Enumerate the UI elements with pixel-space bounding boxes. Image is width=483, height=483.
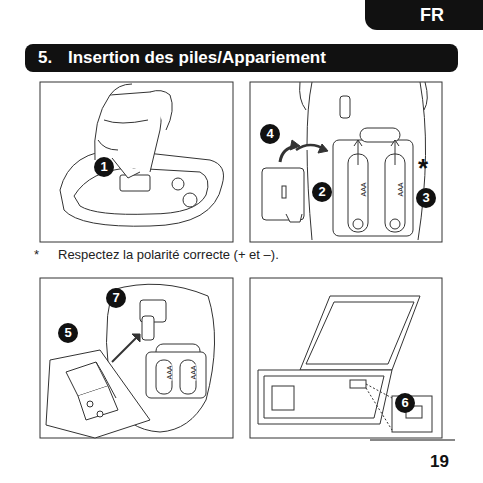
illustration-rect	[25, 44, 458, 72]
illustration-path	[104, 120, 148, 123]
illustration-circle	[87, 401, 93, 407]
callout-number: 5	[58, 323, 78, 343]
battery-label: AAA	[189, 364, 196, 380]
illustration-rect	[250, 82, 442, 242]
illustration-path	[318, 144, 328, 153]
illustration-circle	[353, 219, 363, 229]
illustration-path	[74, 168, 208, 214]
illustration-path	[366, 384, 392, 430]
illustration-circle	[183, 193, 197, 207]
illustration-rect	[180, 360, 196, 394]
illustration-path	[307, 82, 426, 240]
illustration-rect	[282, 186, 286, 198]
footnote-text: Respectez la polarité correcte (+ et –).	[58, 247, 279, 263]
illustration-g	[262, 82, 427, 240]
illustration-rect	[333, 140, 413, 236]
illustration-g	[46, 284, 215, 438]
footnote-mark: *	[34, 247, 39, 263]
battery-label: AAA	[396, 181, 403, 197]
illustration-path	[112, 336, 138, 362]
illustration-path	[110, 84, 132, 95]
illustration-rect	[272, 386, 294, 410]
illustration-line	[370, 440, 455, 441]
illustration-rect	[40, 278, 233, 438]
illustration-path	[306, 302, 414, 364]
battery-label: AAA	[165, 364, 172, 380]
illustration-rect	[385, 154, 405, 232]
callout-number: 3	[416, 188, 436, 208]
illustration-path	[112, 158, 140, 178]
tab-label: FR	[420, 5, 444, 25]
illustration-rect	[262, 168, 304, 220]
illustration-g	[60, 84, 224, 226]
illustration-rect	[40, 82, 233, 242]
illustration-path	[98, 140, 118, 150]
illustration-path	[286, 214, 302, 222]
illustration-path	[132, 334, 140, 342]
illustration-path	[354, 140, 362, 165]
illustration-path	[258, 370, 392, 424]
illustration-path	[300, 296, 420, 370]
illustration-rect	[340, 96, 350, 118]
section-number: 5.	[38, 48, 52, 68]
section-title: Insertion des piles/Appariement	[68, 48, 326, 68]
illustration-g	[40, 82, 442, 438]
illustration-path	[150, 91, 172, 130]
illustration-circle	[97, 411, 103, 417]
callout-number: 2	[312, 182, 332, 202]
illustration-path	[290, 140, 300, 150]
illustration-path	[300, 82, 428, 110]
illustration-rect	[350, 380, 366, 388]
illustration-path	[264, 376, 384, 418]
illustration-rect	[250, 278, 442, 438]
callout-number: 4	[260, 124, 280, 144]
illustration-path	[391, 140, 399, 165]
callout-number: 6	[395, 393, 415, 413]
page-number: 19	[430, 452, 449, 472]
illustration-path	[96, 362, 116, 398]
language-tab: FR	[365, 0, 483, 30]
battery-label: AAA	[359, 181, 366, 197]
callout-number: 7	[106, 288, 126, 308]
illustration-rect	[348, 154, 368, 232]
polarity-mark: *	[418, 158, 428, 178]
illustration-path	[46, 350, 150, 438]
callout-number: 1	[94, 157, 114, 177]
illustration-circle	[390, 219, 400, 229]
illustration-rect	[120, 175, 150, 191]
illustration-rect	[142, 316, 154, 340]
illustration-g	[258, 296, 432, 432]
illustration-circle	[172, 178, 184, 190]
illustration-rect	[146, 352, 206, 398]
illustration-rect	[360, 128, 400, 142]
illustration-rect	[156, 360, 172, 394]
